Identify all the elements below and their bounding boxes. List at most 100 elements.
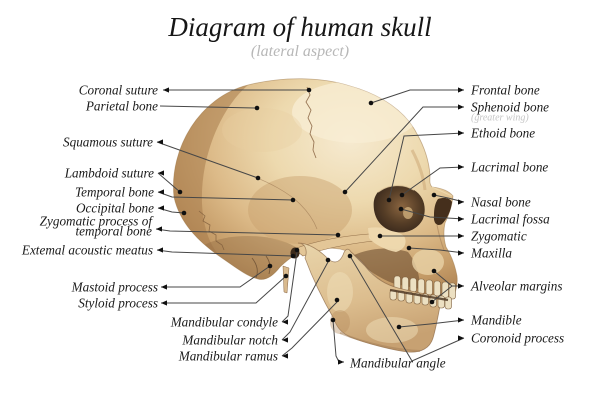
anchor-dot	[335, 232, 341, 238]
arrowhead	[458, 104, 464, 110]
arrowhead	[158, 189, 164, 195]
styloid-process-spike	[282, 265, 290, 294]
nasal-ridge	[431, 186, 453, 197]
leader-line	[431, 285, 453, 303]
lacrimal-fossa-spot	[403, 207, 413, 219]
jaw-bottom-shade	[339, 332, 421, 352]
label-lambdoid-suture: Lambdoid suture	[64, 166, 154, 181]
anchor-dot	[398, 206, 404, 212]
anchor-dot	[334, 297, 340, 303]
anchor-dot	[429, 299, 435, 305]
skull-illustration	[173, 78, 458, 353]
leader-line	[344, 106, 464, 193]
anchor-dot	[290, 253, 296, 259]
tooth	[448, 282, 456, 300]
label-ethoid-bone: Ethoid bone	[470, 126, 535, 141]
maxilla-shade	[412, 249, 444, 275]
label-coronoid-process: Coronoid process	[471, 331, 564, 346]
leader-line	[408, 247, 465, 254]
label-sphenoid-bone: Sphenoid bone	[471, 100, 549, 115]
leader-line	[398, 319, 465, 328]
temporal-shadow	[248, 176, 352, 244]
callout-external-acoustic-meatus: Extemal acoustic meatus	[21, 243, 296, 259]
arrowhead	[458, 164, 464, 170]
label-maxilla: Maxilla	[470, 246, 512, 261]
callout-temporal-bone: Temporal bone	[75, 185, 296, 203]
label-temporal-bone: Temporal bone	[75, 185, 154, 200]
arrowhead	[458, 130, 464, 136]
leader-line	[281, 251, 298, 323]
tooth	[425, 279, 433, 296]
arrowhead	[157, 139, 163, 145]
callout-occipital-bone: Occipital bone	[76, 201, 187, 216]
leader-line	[159, 105, 258, 109]
anchor-dot	[255, 175, 261, 181]
anchor-dot	[368, 100, 374, 106]
lambdoid-suture-line	[198, 210, 225, 251]
callout-parietal-bone: Parietal bone	[85, 99, 260, 114]
label-mandibular-angle: Mandibular angle	[349, 356, 446, 371]
anchor-dot	[177, 189, 183, 195]
anchor-dot	[325, 257, 331, 263]
callout-alveolar-margins: Alveolar margins	[429, 268, 562, 305]
callout-maxilla: Maxilla	[406, 245, 512, 261]
anchor-dot	[306, 87, 312, 93]
parietal-highlight	[222, 108, 302, 152]
arrowhead	[338, 359, 344, 365]
callout-mandibular-ramus: Mandibular ramus	[178, 297, 340, 364]
callout-mandibular-angle: Mandibular angle	[330, 317, 446, 371]
anchor-dot	[181, 210, 187, 216]
callout-lacrimal-fossa: Lacrimal fossa	[398, 206, 550, 227]
nasal-aperture	[433, 198, 452, 225]
arrowhead	[157, 247, 163, 253]
label-zygomatic-process: Zygomatic process of	[40, 214, 155, 229]
callout-ethoid-bone: Ethoid bone	[386, 126, 535, 203]
label-parietal-bone: Parietal bone	[85, 99, 158, 114]
label-zygomatic: Zygomatic	[471, 229, 527, 244]
arrowhead	[458, 199, 464, 205]
ramus-highlight	[327, 272, 353, 312]
lower-back-shadow	[188, 236, 308, 292]
label-external-acoustic-meatus: Extemal acoustic meatus	[21, 243, 153, 258]
arrowhead	[161, 284, 167, 290]
arrowhead	[458, 87, 464, 93]
callout-sphenoid-bone: Sphenoid bone(greater wing)	[342, 100, 549, 195]
callout-nasal-bone: Nasal bone	[431, 192, 531, 210]
arrowhead	[282, 353, 288, 359]
anchor-dot	[290, 197, 296, 203]
label-styloid-process: Styloid process	[78, 296, 158, 311]
label-coronal-suture: Coronal suture	[79, 83, 158, 98]
leader-line	[349, 255, 465, 362]
label-zygomatic-process-line2: temporal bone	[75, 224, 152, 239]
label-frontal-bone: Frontal bone	[470, 83, 540, 98]
label-occipital-bone: Occipital bone	[76, 201, 154, 216]
callout-styloid-process: Styloid process	[78, 273, 289, 311]
callout-lambdoid-suture: Lambdoid suture	[64, 166, 183, 195]
back-shadow	[173, 85, 248, 254]
leader-line	[161, 265, 271, 288]
arrowhead	[158, 170, 164, 176]
tooth	[417, 278, 425, 295]
anchor-dot	[396, 324, 402, 330]
zygomatic-bone-shape	[368, 227, 406, 252]
arrowhead	[158, 205, 164, 211]
arrowhead	[458, 233, 464, 239]
callout-mastoid-process: Mastoid process	[71, 263, 273, 295]
leader-line	[401, 166, 465, 196]
leader-line	[400, 208, 465, 220]
anchor-dot	[399, 192, 405, 198]
leader-line	[156, 141, 259, 179]
coronal-suture-line	[305, 86, 317, 159]
anchor-dot	[283, 273, 289, 279]
label-sphenoid-bone-sub: (greater wing)	[471, 113, 529, 124]
label-mandibular-condyle: Mandibular condyle	[170, 315, 278, 330]
arrowhead	[282, 337, 288, 343]
label-mastoid-process: Mastoid process	[71, 280, 158, 295]
label-lacrimal-fossa: Lacrimal fossa	[470, 212, 550, 227]
callout-coronoid-process: Coronoid process	[347, 253, 564, 362]
temple-shade	[410, 149, 427, 191]
anchor-dot	[406, 245, 412, 251]
callout-frontal-bone: Frontal bone	[368, 83, 540, 106]
tooth	[433, 280, 441, 297]
